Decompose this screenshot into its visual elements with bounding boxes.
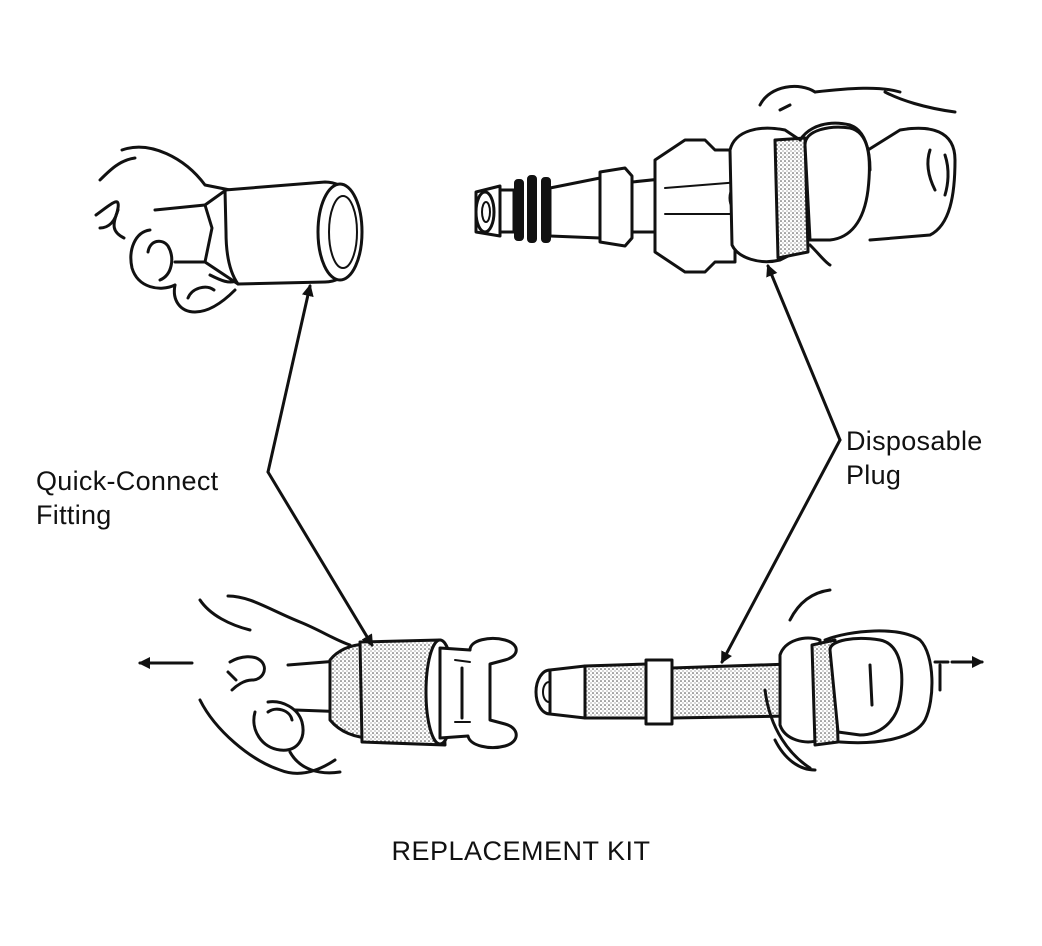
- hand-with-plug-bottom-right: [534, 588, 984, 772]
- label-line: Plug: [846, 460, 902, 490]
- hand-with-plug-top-right: [474, 84, 957, 274]
- label-line: Quick-Connect: [36, 466, 219, 496]
- hand-with-fitting-bottom-left: [138, 594, 518, 775]
- leader-disposable-plug: [720, 264, 842, 664]
- label-line: Fitting: [36, 500, 112, 530]
- label-disposable-plug: Disposable Plug: [846, 424, 983, 492]
- label-quick-connect-fitting: Quick-Connect Fitting: [36, 464, 218, 532]
- leader-quick-connect: [266, 284, 374, 647]
- label-line: Disposable: [846, 426, 983, 456]
- hand-with-fitting-top-left: [94, 145, 364, 314]
- caption-replacement-kit: REPLACEMENT KIT: [391, 836, 651, 866]
